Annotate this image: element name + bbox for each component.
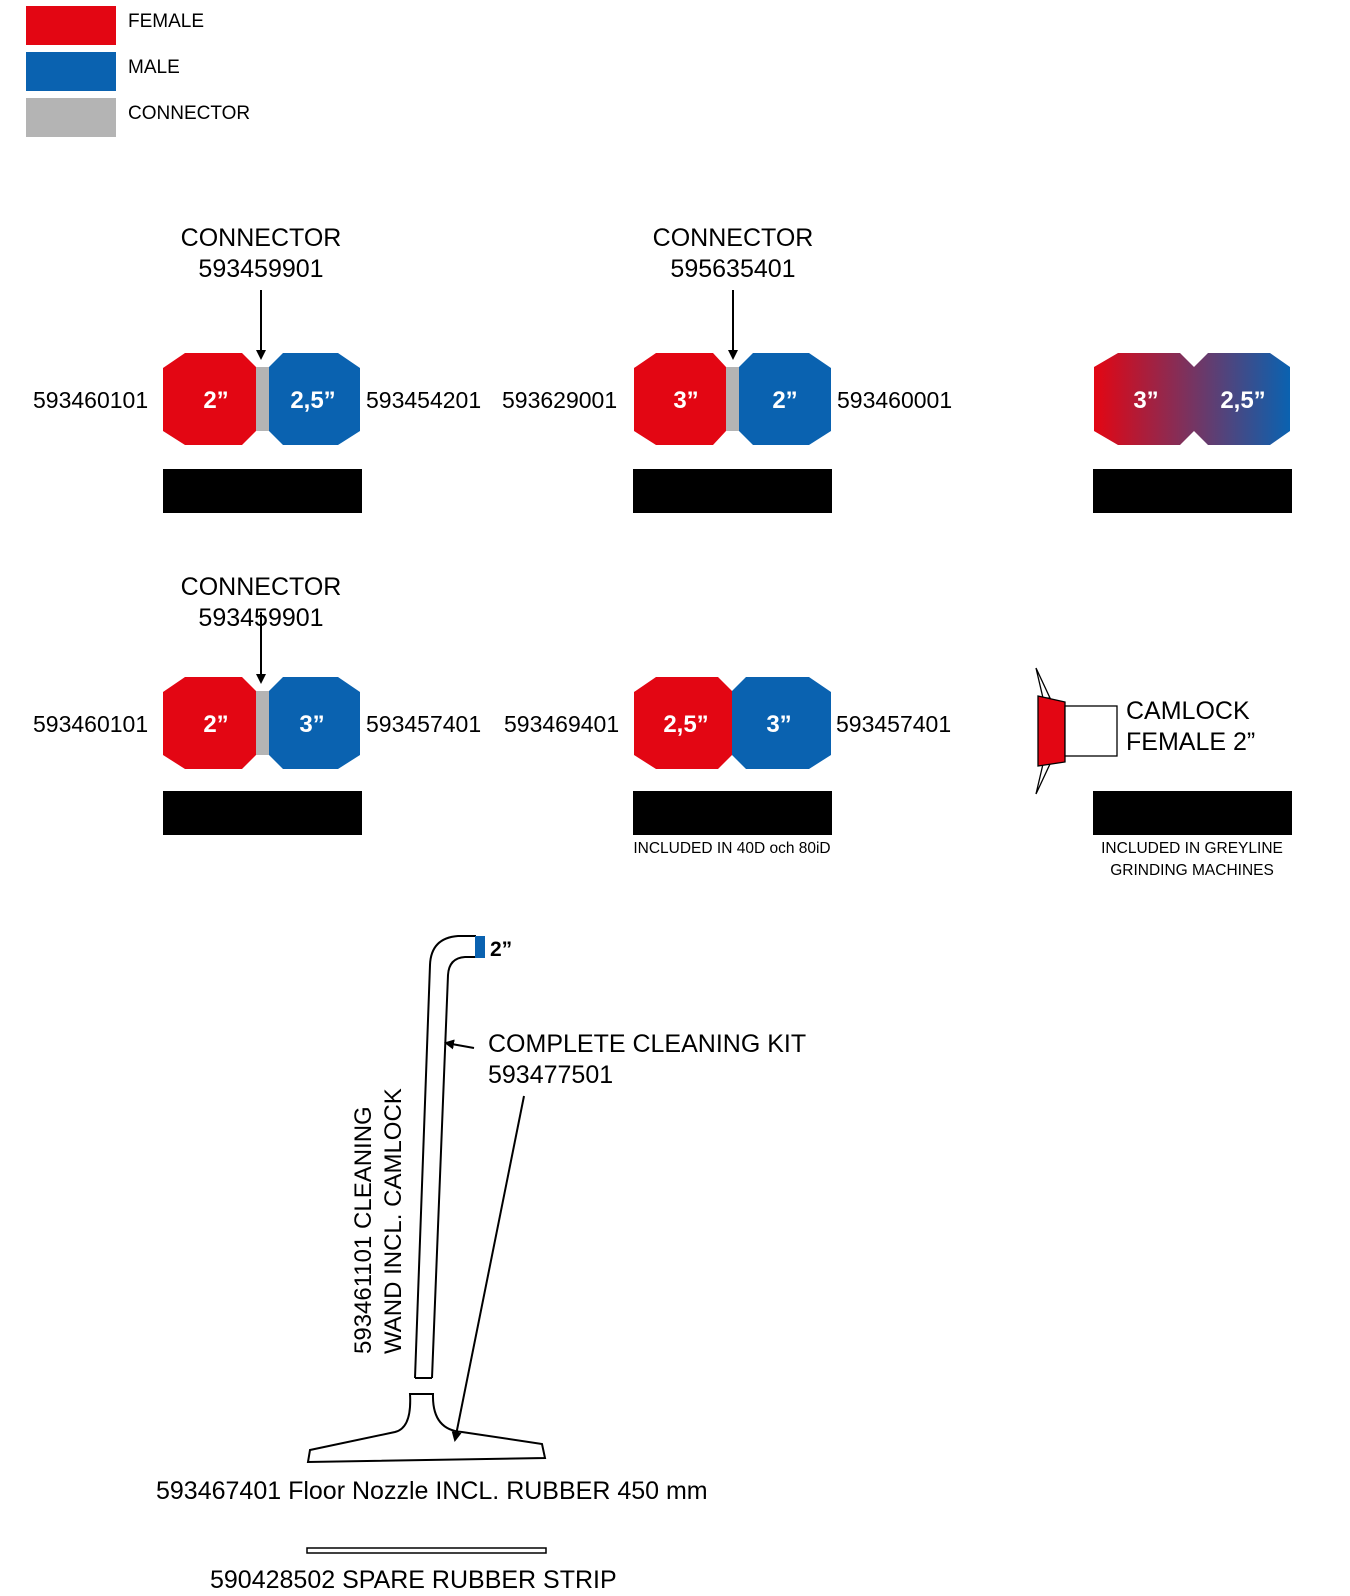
part-number-left: 593460101 bbox=[33, 387, 149, 413]
adapter-part bbox=[1094, 353, 1290, 445]
legend-label-connector: CONNECTOR bbox=[128, 103, 251, 124]
male-part bbox=[739, 353, 831, 445]
label-bar bbox=[1093, 469, 1292, 513]
kit-code: 593477501 bbox=[488, 1061, 614, 1089]
floor-nozzle bbox=[306, 1393, 547, 1464]
female-part bbox=[163, 677, 256, 769]
part-number-left: 593469401 bbox=[504, 711, 620, 737]
female-size-label: 2” bbox=[203, 711, 228, 738]
connector-code: 593459901 bbox=[198, 255, 324, 283]
legend-label-male: MALE bbox=[128, 57, 180, 78]
male-part bbox=[269, 677, 360, 769]
wand-label-line1: 593461101 CLEANING bbox=[350, 1106, 377, 1354]
label-bar bbox=[633, 791, 832, 835]
part-number-right: 593460001 bbox=[837, 387, 953, 413]
label-bar bbox=[163, 469, 362, 513]
female-size-label: 2” bbox=[203, 387, 228, 414]
strip-label: 590428502 SPARE RUBBER STRIP bbox=[210, 1566, 617, 1594]
legend-swatch-connector bbox=[26, 98, 116, 137]
part-number-right: 593454201 bbox=[366, 387, 482, 413]
kit-arrow-nozzle bbox=[451, 1095, 525, 1442]
label-bar bbox=[1093, 791, 1292, 835]
legend-label-female: FEMALE bbox=[128, 11, 205, 32]
male-part bbox=[269, 353, 360, 445]
connector-code: 595635401 bbox=[670, 255, 796, 283]
female-part bbox=[163, 353, 256, 445]
coupling-b-row2: 2,5” 3” bbox=[634, 677, 831, 769]
connector-caption-b: CONNECTOR 595635401 bbox=[633, 223, 833, 285]
included-note-greyline: INCLUDED IN GREYLINE GRINDING MACHINES bbox=[1062, 838, 1322, 882]
legend-swatch-male bbox=[26, 52, 116, 91]
kit-title: COMPLETE CLEANING KIT 593477501 bbox=[488, 1029, 806, 1091]
male-size-label: 3” bbox=[299, 711, 324, 738]
female-part bbox=[634, 353, 726, 445]
cleaning-wand bbox=[414, 935, 485, 1379]
female-size-label: 3” bbox=[673, 387, 698, 414]
connector-caption-a: CONNECTOR 593459901 bbox=[161, 223, 361, 285]
label-bar bbox=[163, 791, 362, 835]
camlock-female bbox=[1035, 667, 1118, 795]
note-line1: INCLUDED IN GREYLINE bbox=[1101, 840, 1283, 857]
legend-swatch-female bbox=[26, 6, 116, 45]
connector-code: 593459901 bbox=[198, 604, 324, 632]
connector-title: CONNECTOR bbox=[180, 573, 342, 601]
wand-connector-cap bbox=[475, 936, 485, 958]
male-size-label: 2,5” bbox=[290, 387, 335, 414]
male-size-label: 2” bbox=[772, 387, 797, 414]
coupling-a-row1: 2” 2,5” bbox=[163, 290, 360, 445]
spare-rubber-strip bbox=[306, 1547, 547, 1554]
camlock-label-line2: FEMALE 2” bbox=[1126, 728, 1256, 756]
connector-title: CONNECTOR bbox=[180, 224, 342, 252]
kit-title-line: COMPLETE CLEANING KIT bbox=[488, 1030, 807, 1058]
kit-size-label: 2” bbox=[490, 938, 512, 961]
camlock-label-line1: CAMLOCK bbox=[1126, 697, 1250, 725]
coupling-c-row1: 3” 2,5” bbox=[1094, 353, 1290, 445]
kit-arrow-wand bbox=[444, 1039, 475, 1050]
note-line2: GRINDING MACHINES bbox=[1110, 862, 1274, 879]
coupling-b-row1: 3” 2” bbox=[634, 290, 831, 445]
label-bar bbox=[633, 469, 832, 513]
male-part bbox=[732, 677, 831, 769]
female-size-label: 3” bbox=[1133, 387, 1158, 414]
camlock-lever-top bbox=[1035, 667, 1052, 699]
connector-title: CONNECTOR bbox=[652, 224, 814, 252]
female-part bbox=[634, 677, 732, 769]
female-size-label: 2,5” bbox=[663, 711, 708, 738]
part-number-right: 593457401 bbox=[366, 711, 482, 737]
part-number-right: 593457401 bbox=[836, 711, 952, 737]
wand-inner-outline bbox=[431, 956, 476, 1379]
included-note: INCLUDED IN 40D och 80iD bbox=[633, 840, 831, 857]
connector-caption-row2: CONNECTOR 593459901 bbox=[161, 572, 361, 634]
part-number-left: 593460101 bbox=[33, 711, 149, 737]
connector-part bbox=[256, 691, 269, 755]
part-number-left: 593629001 bbox=[502, 387, 618, 413]
camlock-label: CAMLOCK FEMALE 2” bbox=[1126, 696, 1255, 758]
camlock-body bbox=[1037, 695, 1066, 767]
wand-label-line2: WAND INCL. CAMLOCK bbox=[380, 1088, 407, 1354]
connector-part bbox=[256, 367, 269, 431]
nozzle-label: 593467401 Floor Nozzle INCL. RUBBER 450 … bbox=[156, 1477, 708, 1505]
camlock-sleeve bbox=[1064, 705, 1118, 757]
wand-outer-outline bbox=[414, 935, 476, 1379]
male-size-label: 2,5” bbox=[1220, 387, 1265, 414]
camlock-lever-bottom bbox=[1035, 763, 1052, 795]
connector-part bbox=[726, 367, 739, 431]
coupling-a-row2: 2” 3” bbox=[163, 612, 360, 769]
male-size-label: 3” bbox=[766, 711, 791, 738]
